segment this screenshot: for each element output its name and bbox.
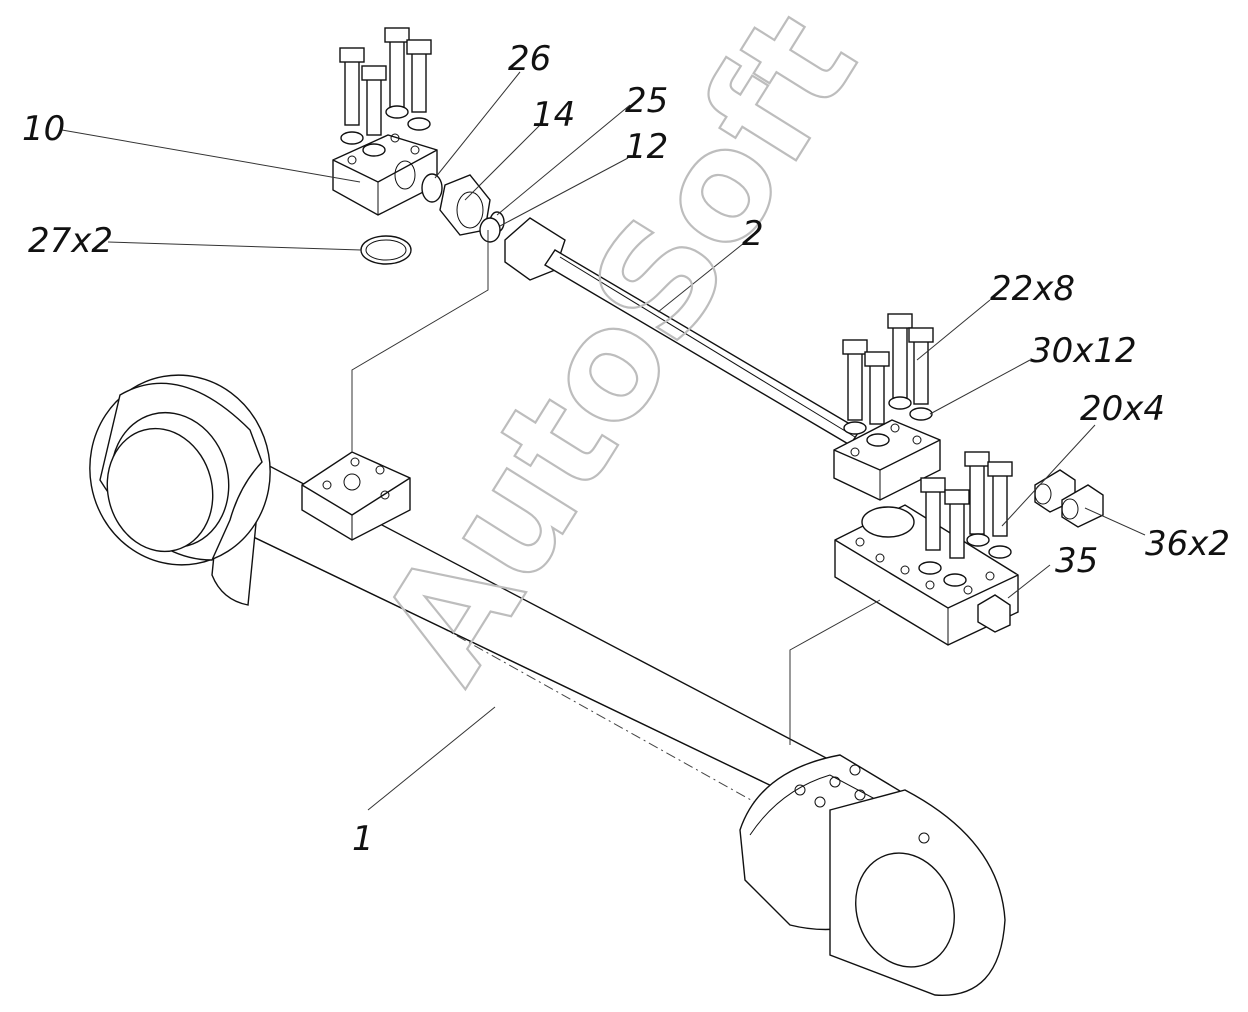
callout-labels: 10 26 14 25 12 27x2 2 22x8 30x12 20x4 36… [22, 39, 1230, 859]
left-block-bolts [339, 27, 432, 136]
ring-26 [421, 173, 443, 203]
left-block-washers [340, 105, 431, 157]
barrel-mount-pad [301, 451, 411, 541]
right-eye-mount [829, 789, 1006, 996]
adapter-fitting-14 [439, 174, 491, 236]
callout-12: 12 [625, 127, 668, 167]
o-ring-27 [360, 235, 412, 265]
watermark-text: AutoSoft [348, 0, 891, 709]
callout-36x2: 36x2 [1145, 524, 1230, 564]
valve-block-bolts [920, 451, 1013, 559]
left-eye-mount [89, 374, 271, 566]
callout-10: 10 [22, 109, 65, 149]
callout-20x4: 20x4 [1080, 389, 1165, 429]
left-flange-block [332, 27, 438, 216]
valve-block-washers [918, 533, 1012, 587]
callout-22x8: 22x8 [990, 269, 1075, 309]
callout-25: 25 [625, 81, 668, 121]
callout-26: 26 [508, 39, 551, 79]
callout-30x12: 30x12 [1030, 331, 1137, 371]
plugs-36 [1034, 469, 1104, 528]
right-top-bolts [842, 313, 934, 425]
valve-block-35 [834, 451, 1019, 646]
callout-27x2: 27x2 [28, 221, 113, 261]
leader-lines [61, 71, 1146, 811]
callout-1: 1 [352, 819, 374, 859]
ring-12 [479, 217, 501, 243]
assembly-guide-lines [351, 230, 881, 745]
callout-14: 14 [532, 95, 575, 135]
right-top-washers [843, 396, 933, 447]
connecting-tube [504, 217, 861, 446]
right-flange-block [833, 313, 941, 501]
callout-2: 2 [742, 214, 764, 254]
cylinder-assembly [89, 374, 1006, 996]
callout-35: 35 [1055, 541, 1098, 581]
